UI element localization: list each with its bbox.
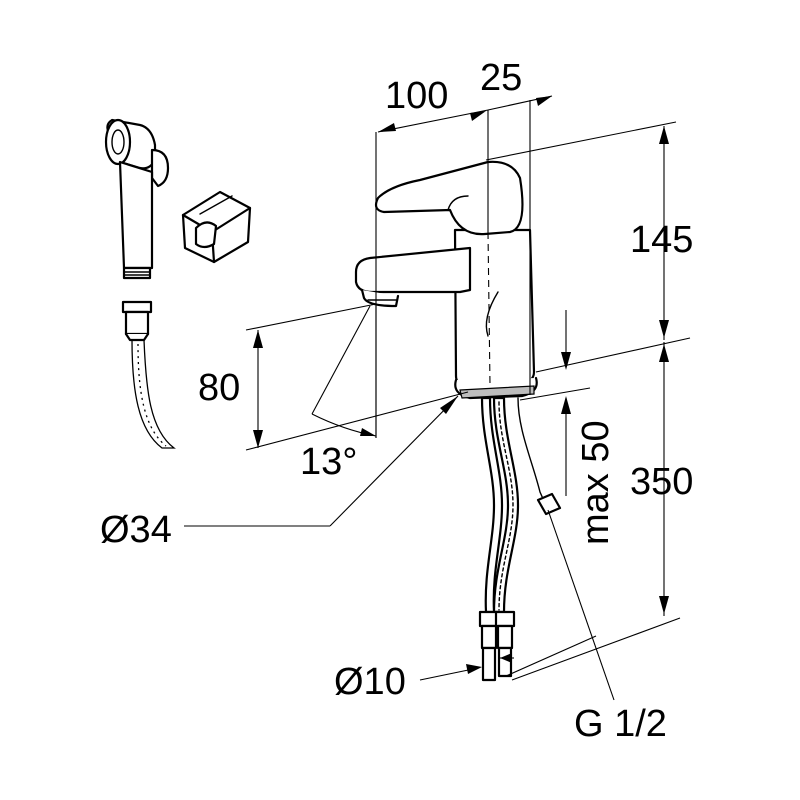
label-dia-34: Ø34 [100, 509, 172, 551]
dim-angle [311, 305, 377, 438]
label-height-80: 80 [198, 367, 240, 409]
wall-holder [181, 190, 252, 264]
label-height-350: 350 [630, 461, 693, 503]
label-width-25: 25 [480, 57, 522, 99]
center-axis [487, 231, 491, 386]
label-max-50: max 50 [575, 420, 617, 545]
label-dia-10: Ø10 [334, 661, 406, 703]
dim-thread [505, 509, 615, 701]
dim-height-80 [245, 303, 469, 451]
label-height-145: 145 [630, 219, 693, 261]
dim-height-145 [485, 121, 691, 373]
dim-dia-10 [419, 653, 514, 681]
shower-hose [121, 300, 176, 449]
hand-shower [104, 118, 170, 280]
label-thread: G 1/2 [574, 703, 667, 745]
supply-hoses [478, 396, 562, 682]
faucet [354, 160, 538, 400]
label-angle-13: 13° [300, 441, 357, 483]
dim-dia-34 [184, 395, 459, 527]
dim-max-50 [519, 310, 591, 496]
label-width-100: 100 [385, 75, 448, 117]
